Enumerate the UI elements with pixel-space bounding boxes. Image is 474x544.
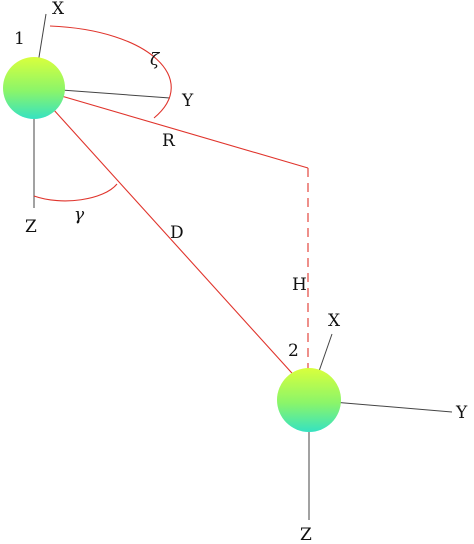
- D-line: [33, 87, 301, 383]
- atom-2-z-label: Z: [300, 525, 312, 544]
- gamma-arc: [33, 183, 118, 202]
- atom-1-sphere: [3, 57, 65, 119]
- atom-1-number: 1: [14, 29, 25, 49]
- R-line: [33, 87, 309, 169]
- atom-1-y-label: Y: [181, 91, 194, 111]
- zeta-arc: [49, 25, 172, 119]
- atom-2-y-label: Y: [455, 403, 468, 423]
- atom-2-number: 2: [288, 341, 299, 361]
- atom-2-x-label: X: [328, 311, 341, 331]
- H-label: H: [292, 275, 307, 295]
- atom-1-z-label: Z: [25, 217, 37, 237]
- zeta-label: ζ: [150, 50, 161, 70]
- D-label: D: [170, 223, 184, 243]
- gamma-label: γ: [74, 205, 85, 225]
- atom-2-sphere: [277, 368, 341, 432]
- atom-2-axes: [308, 333, 453, 520]
- R-label: R: [162, 131, 176, 151]
- bond-lines: [33, 25, 309, 383]
- atom-1-x-label: X: [52, 0, 65, 19]
